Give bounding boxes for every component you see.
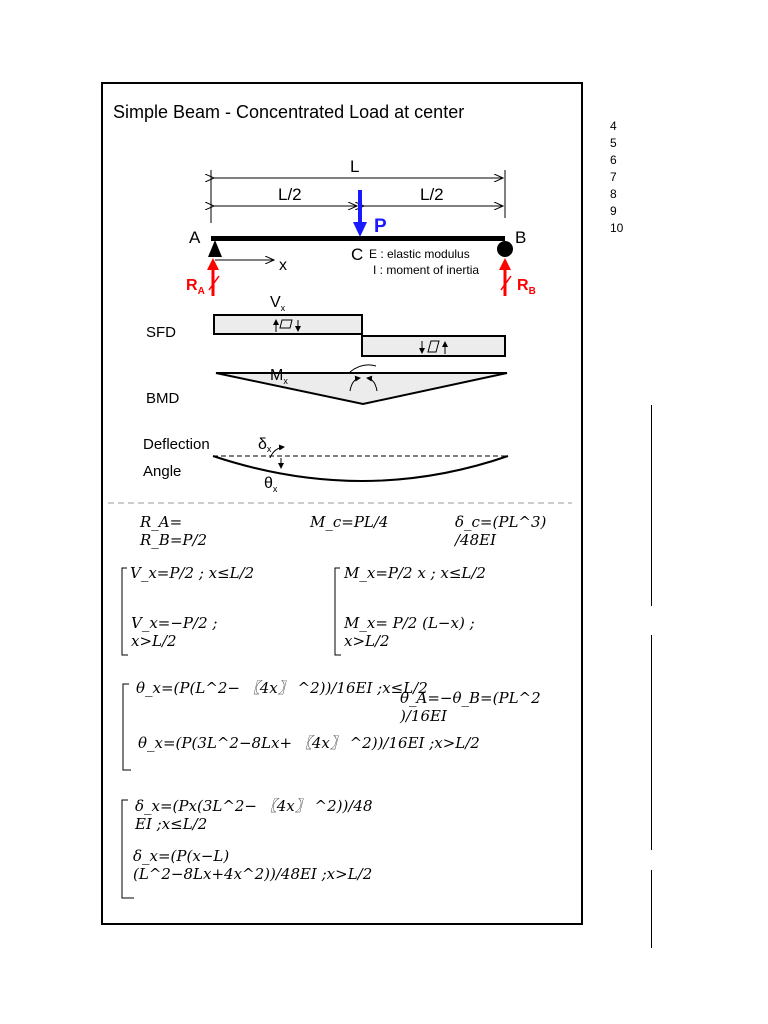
margin-line <box>651 405 652 606</box>
angle-arrow <box>269 444 285 459</box>
bmd-label: BMD <box>146 390 180 407</box>
sfd-label: SFD <box>146 324 176 341</box>
i-note: I : moment of inertia <box>373 263 479 277</box>
load-label: P <box>374 216 387 237</box>
mx-label: Mx <box>270 367 288 386</box>
eq-m1: M_x=P/2 x ; x≤L/2 <box>344 564 486 582</box>
deflection-label: Deflection <box>143 436 210 453</box>
sfd-positive <box>213 314 363 335</box>
eq-mc: M_c=PL/4 <box>310 513 389 531</box>
deflection-curve <box>212 455 509 482</box>
bmd-shape <box>215 372 508 406</box>
eq-ra: R_A=R_B=P/2 <box>140 513 208 549</box>
margin-line <box>651 870 652 948</box>
page-title: Simple Beam - Concentrated Load at cente… <box>113 102 464 122</box>
line-number: 8 <box>610 187 617 201</box>
load-arrowhead <box>353 222 367 237</box>
reaction-b-label: RB <box>517 277 536 297</box>
e-note: E : elastic modulus <box>369 247 470 261</box>
line-number: 10 <box>610 221 624 235</box>
half-left-label: L/2 <box>278 185 302 204</box>
pin-support-icon <box>208 240 222 257</box>
shear-sign-icon <box>273 319 448 354</box>
reaction-a-arrowhead <box>207 258 219 270</box>
eq-delta2: δ_x=(P(x−L)(L^2−8Lx+4x^2))/48EI ;x>L/2 <box>133 847 373 883</box>
x-axis-label: x <box>279 257 287 274</box>
line-number: 9 <box>610 204 617 218</box>
reaction-a-label: RA <box>186 277 205 297</box>
support-b-label: B <box>515 228 526 247</box>
half-right-label: L/2 <box>420 185 444 204</box>
delta-label: δx <box>258 436 272 454</box>
support-a-label: A <box>189 228 201 247</box>
angle-label: Angle <box>143 463 181 480</box>
eq-theta1: θ_x=(P(L^2− 〖4x〗 ^2))/16EI ;x≤L/2 <box>136 679 428 697</box>
line-number: 6 <box>610 153 617 167</box>
moment-sign-icon <box>349 364 378 392</box>
line-number: 4 <box>610 119 617 133</box>
eq-theta2: θ_x=(P(3L^2−8Lx+ 〖4x〗 ^2))/16EI ;x>L/2 <box>138 734 480 752</box>
eq-v1: V_x=P/2 ; x≤L/2 <box>130 564 255 582</box>
margin-line <box>651 635 652 850</box>
theta-label: θx <box>264 475 278 494</box>
reaction-b-arrowhead <box>499 258 511 270</box>
span-label: L <box>350 157 359 176</box>
line-number: 5 <box>610 136 617 150</box>
line-number: 7 <box>610 170 617 184</box>
center-label: C <box>351 245 363 264</box>
reaction-b-slash <box>500 275 512 291</box>
vx-label: Vx <box>270 294 286 313</box>
eq-v2: V_x=−P/2 ;x>L/2 <box>131 614 218 650</box>
eq-m2: M_x= P/2 (L−x) ;x>L/2 <box>344 614 475 650</box>
eq-theta-a: θ_A=−θ_B=(PL^2)/16EI <box>400 689 541 725</box>
equation-brackets <box>121 567 341 899</box>
document-page <box>101 82 583 925</box>
eq-dc: δ_c=(PL^3)/48EI <box>455 513 547 549</box>
roller-support-icon <box>497 241 513 257</box>
beam <box>211 236 505 241</box>
reaction-a-slash <box>208 275 220 291</box>
sfd-negative <box>361 335 506 357</box>
